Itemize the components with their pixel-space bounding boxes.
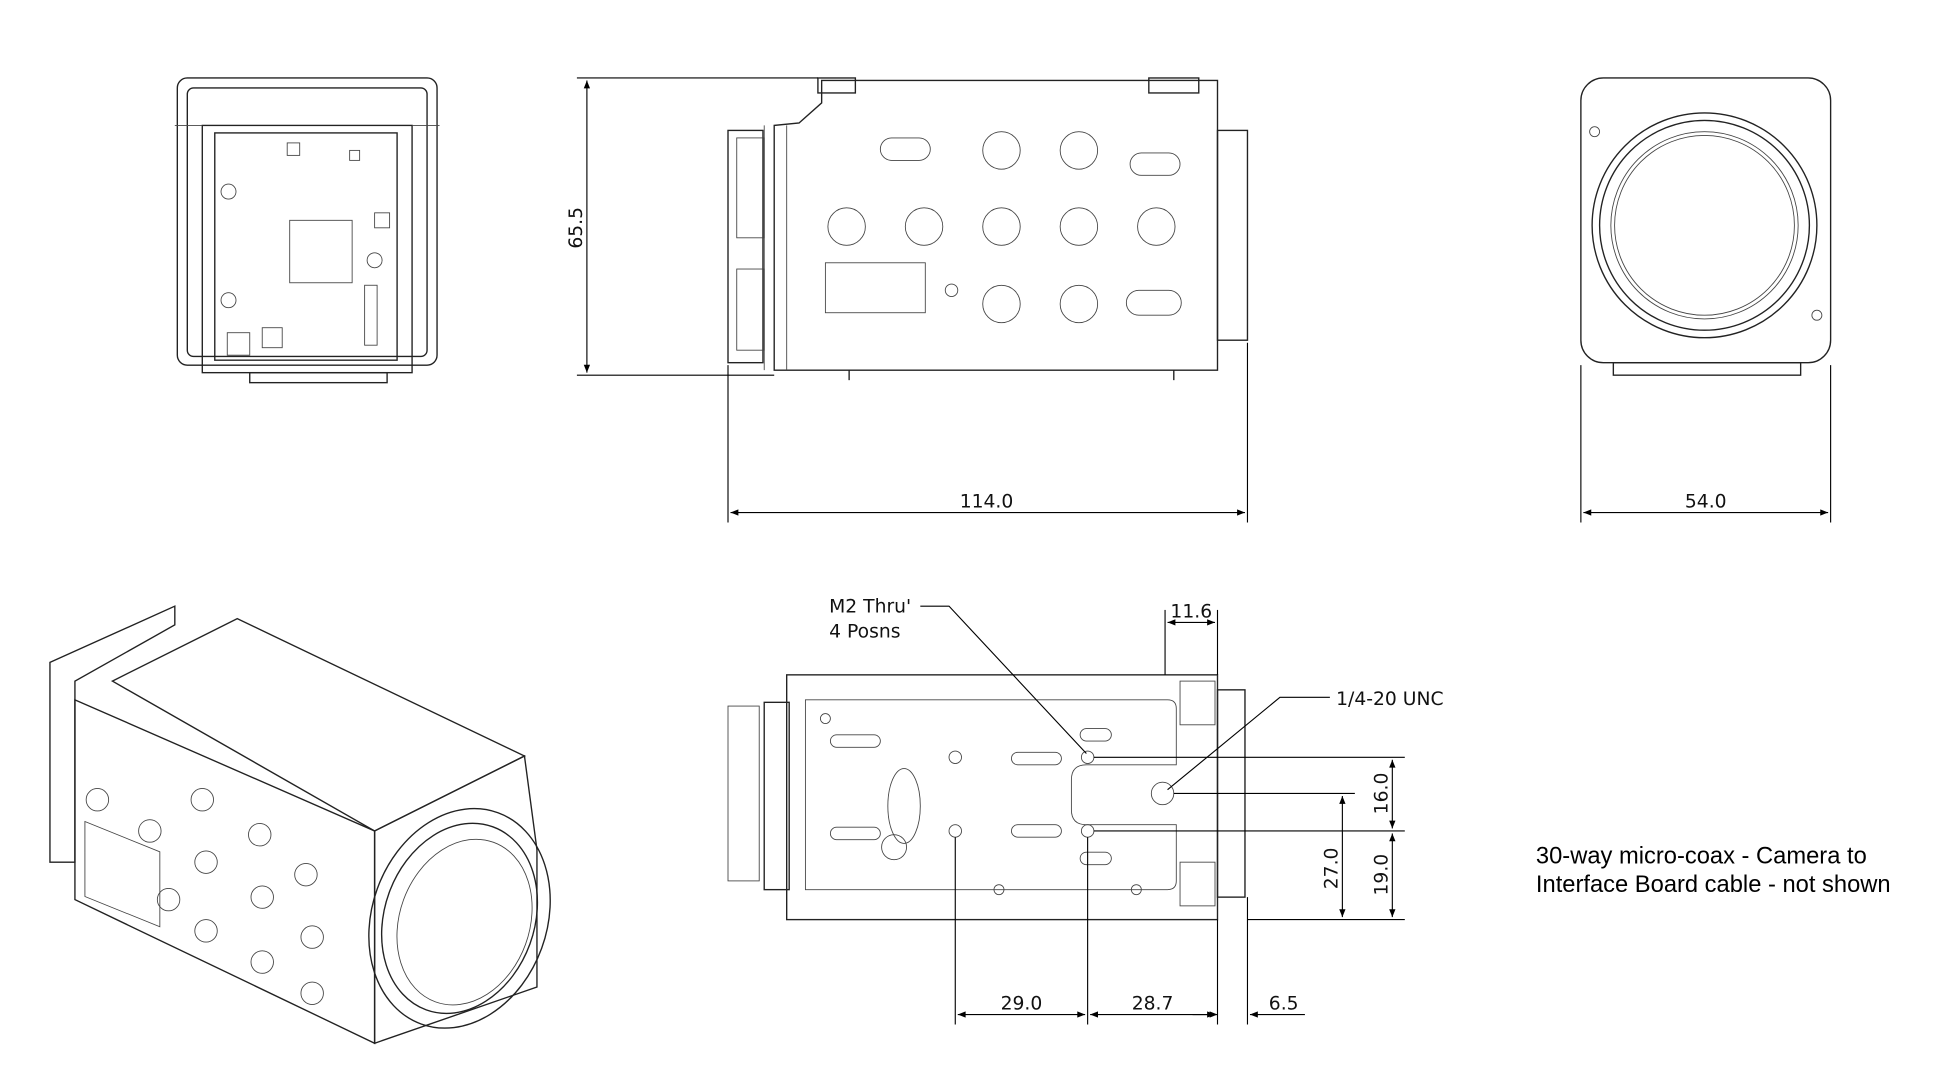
front-view xyxy=(1580,77,1832,376)
note-line1: 30-way micro-coax - Camera to xyxy=(1536,843,1867,869)
m2-label-line2: 4 Posns xyxy=(829,621,900,642)
bottom-view xyxy=(727,674,1246,921)
callouts: M2 Thru' 4 Posns 1/4-20 UNC 30-way micro… xyxy=(829,596,1890,898)
dimensions: 65.5 114.0 54.0 11.6 29.0 28.7 6.5 16.0 … xyxy=(566,77,1832,1025)
dim-thread-to-edge: 19.0 xyxy=(1371,854,1392,896)
dim-hole-spacing-a: 29.0 xyxy=(1001,994,1043,1015)
dim-hole-spacing-b: 28.7 xyxy=(1132,994,1174,1015)
m2-holes xyxy=(948,750,1095,838)
dim-top-offset: 11.6 xyxy=(1170,601,1212,622)
dim-length: 114.0 xyxy=(960,492,1014,513)
dim-width: 54.0 xyxy=(1685,492,1727,513)
thread-label: 1/4-20 UNC xyxy=(1336,689,1443,710)
rear-view xyxy=(174,77,440,384)
dim-front-offset: 6.5 xyxy=(1269,994,1299,1015)
side-view xyxy=(727,77,1249,381)
dim-hole-to-thread: 16.0 xyxy=(1371,773,1392,815)
dim-height: 65.5 xyxy=(566,207,587,249)
dim-holes-to-edge: 27.0 xyxy=(1321,848,1342,890)
m2-label-line1: M2 Thru' xyxy=(829,596,911,617)
note-line2: Interface Board cable - not shown xyxy=(1536,872,1891,898)
isometric-view xyxy=(49,605,551,1045)
side-holes xyxy=(827,131,1182,324)
